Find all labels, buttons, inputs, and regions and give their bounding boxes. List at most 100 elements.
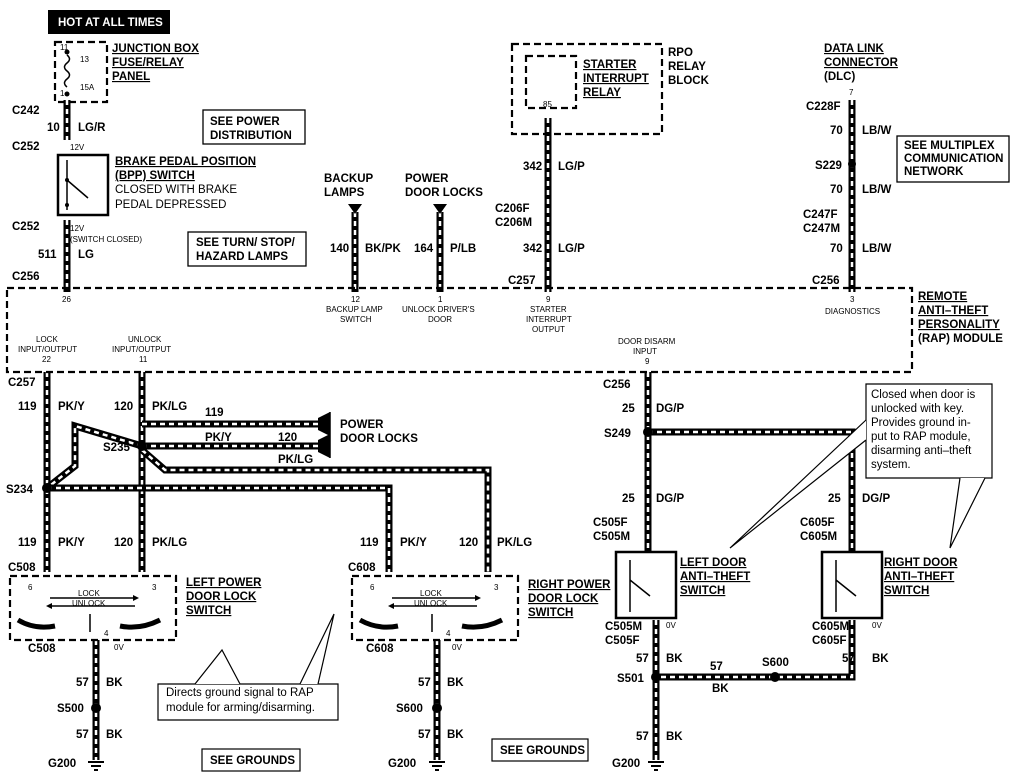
conn-c256-b: C256 bbox=[812, 275, 840, 287]
starter-interrupt-relay-1: STARTER bbox=[583, 59, 637, 71]
wire-120-b: 120 bbox=[278, 432, 297, 444]
rap-title-1: REMOTE bbox=[918, 291, 968, 303]
conn-c508-a: C508 bbox=[8, 562, 36, 574]
dlc-1: DATA LINK bbox=[824, 43, 885, 55]
v12-b: 12V bbox=[70, 224, 85, 233]
power-door-locks-top-2: DOOR LOCKS bbox=[405, 187, 483, 199]
labels: HOT AT ALL TIMES 11 13 1 15A JUNCTION BO… bbox=[6, 17, 1003, 770]
rdat-title-1: RIGHT DOOR bbox=[884, 557, 958, 569]
wire-119-d: 119 bbox=[360, 537, 379, 549]
lpdls-title-3: SWITCH bbox=[186, 605, 231, 617]
note-right-3: Provides ground in- bbox=[871, 417, 971, 429]
wire-lgp-a: LG/P bbox=[558, 161, 585, 173]
note-left-2: module for arming/disarming. bbox=[166, 702, 315, 714]
note-right-5: disarming anti–theft bbox=[871, 445, 972, 457]
wire-bk-h: BK bbox=[666, 731, 683, 743]
bpp-desc-2: PEDAL DEPRESSED bbox=[115, 199, 226, 211]
splice-s235: S235 bbox=[103, 442, 130, 454]
wire-pklg-a: PK/LG bbox=[152, 401, 187, 413]
wire-120-d: 120 bbox=[459, 537, 478, 549]
ground-g200-a: G200 bbox=[48, 758, 76, 770]
multiplex-1: SEE MULTIPLEX bbox=[904, 140, 995, 152]
lpdls-unlock: UNLOCK bbox=[72, 599, 106, 608]
rpdls-title-3: SWITCH bbox=[528, 607, 573, 619]
see-grounds-2: SEE GROUNDS bbox=[500, 745, 585, 757]
wire-342-b: 342 bbox=[523, 243, 542, 255]
rap-pin-22-b: INPUT/OUTPUT bbox=[18, 345, 77, 354]
rap-pin-11: 11 bbox=[139, 355, 148, 364]
v0-c: 0V bbox=[666, 621, 676, 630]
wire-pklg-c: PK/LG bbox=[152, 537, 187, 549]
power-door-locks-1: POWER bbox=[340, 419, 384, 431]
wire-pklg-d: PK/LG bbox=[497, 537, 532, 549]
starter-interrupt-relay-2: INTERRUPT bbox=[583, 73, 649, 85]
bpp-title-1: BRAKE PEDAL POSITION bbox=[115, 156, 256, 168]
conn-c242: C242 bbox=[12, 105, 40, 117]
conn-c605f: C605F bbox=[800, 517, 835, 529]
relay-pin-85: 85 bbox=[543, 100, 552, 109]
rap-pin-1-b: DOOR bbox=[428, 315, 452, 324]
components bbox=[5, 10, 1010, 772]
wire-57-c: 57 bbox=[418, 677, 431, 689]
rap-pin-9b-a: DOOR DISARM bbox=[618, 337, 676, 346]
rap-pin-12: 12 bbox=[351, 295, 360, 304]
wire-lgr: LG/R bbox=[78, 122, 106, 134]
fuse-rating: 15A bbox=[80, 83, 95, 92]
wire-57-e: 57 bbox=[636, 653, 649, 665]
fuse-panel-title-2: FUSE/RELAY bbox=[112, 57, 184, 69]
conn-c228f: C228F bbox=[806, 101, 841, 113]
wire-plb: P/LB bbox=[450, 243, 476, 255]
rdat-title-2: ANTI–THEFT bbox=[884, 571, 954, 583]
bpp-desc-1: CLOSED WITH BRAKE bbox=[115, 184, 237, 196]
rap-pin-9b: 9 bbox=[645, 357, 650, 366]
conn-c605m-2: C605M bbox=[812, 621, 849, 633]
lpdls-title-1: LEFT POWER bbox=[186, 577, 262, 589]
v0-b: 0V bbox=[452, 643, 462, 652]
rap-pin-9b-b: INPUT bbox=[633, 347, 657, 356]
rap-pin-3-a: DIAGNOSTICS bbox=[825, 307, 880, 316]
rap-pin-1: 1 bbox=[438, 295, 443, 304]
conn-c206f: C206F bbox=[495, 203, 530, 215]
see-power-1: SEE POWER bbox=[210, 116, 280, 128]
rpdls-pin-4: 4 bbox=[446, 629, 451, 638]
conn-c508-b: C508 bbox=[28, 643, 56, 655]
conn-c247f: C247F bbox=[803, 209, 838, 221]
wire-bk-g: BK bbox=[712, 683, 729, 695]
conn-c257-c: C257 bbox=[8, 377, 36, 389]
note-right-4: put to RAP module, bbox=[871, 431, 971, 443]
v12-a: 12V bbox=[70, 143, 85, 152]
note-left-1: Directs ground signal to RAP bbox=[166, 687, 314, 699]
conn-c256-a: C256 bbox=[12, 271, 40, 283]
wire-pky-c: PK/Y bbox=[58, 537, 85, 549]
conn-c608-a: C608 bbox=[348, 562, 376, 574]
rap-title-2: ANTI–THEFT bbox=[918, 305, 988, 317]
rap-title-3: PERSONALITY bbox=[918, 319, 1000, 331]
wire-140: 140 bbox=[330, 243, 349, 255]
wire-70-c: 70 bbox=[830, 243, 843, 255]
wire-119-b: 119 bbox=[205, 407, 224, 419]
rpo-1: RPO bbox=[668, 47, 693, 59]
multiplex-3: NETWORK bbox=[904, 166, 964, 178]
note-right-1: Closed when door is bbox=[871, 389, 975, 401]
note-right-6: system. bbox=[871, 459, 911, 471]
rpdls-pin-3: 3 bbox=[494, 583, 499, 592]
wire-lg: LG bbox=[78, 249, 94, 261]
wire-lgp-b: LG/P bbox=[558, 243, 585, 255]
rap-pin-9-b: INTERRUPT bbox=[526, 315, 572, 324]
see-turn-2: HAZARD LAMPS bbox=[196, 251, 288, 263]
wire-25-a: 25 bbox=[622, 403, 635, 415]
rap-pin-12-a: BACKUP LAMP bbox=[326, 305, 383, 314]
wire-lbw-b: LB/W bbox=[862, 184, 892, 196]
lpdls-lock: LOCK bbox=[78, 589, 100, 598]
wire-119-c: 119 bbox=[18, 537, 37, 549]
rap-pin-12-b: SWITCH bbox=[340, 315, 372, 324]
rdat-title-3: SWITCH bbox=[884, 585, 929, 597]
wire-pky-b: PK/Y bbox=[205, 432, 232, 444]
splice-s501: S501 bbox=[617, 673, 644, 685]
wire-511: 511 bbox=[38, 249, 57, 261]
rap-pin-11-a: UNLOCK bbox=[128, 335, 162, 344]
wire-119-a: 119 bbox=[18, 401, 37, 413]
fuse-panel-title-3: PANEL bbox=[112, 71, 150, 83]
splice-s249: S249 bbox=[604, 428, 631, 440]
conn-c256-c: C256 bbox=[603, 379, 631, 391]
